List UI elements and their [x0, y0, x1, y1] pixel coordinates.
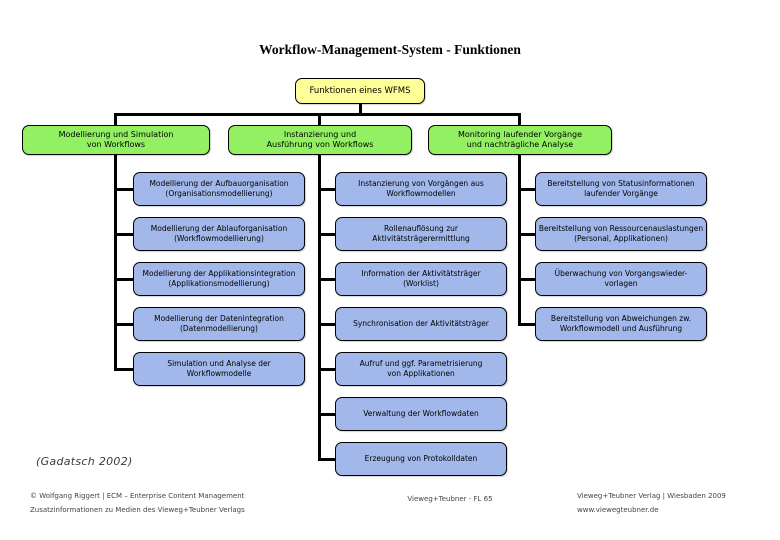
node-leaf: Verwaltung der Workflowdaten [335, 397, 507, 431]
node-leaf: Rollenauflösung zur Aktivitätsträgerermi… [335, 217, 507, 251]
node-branch-instanzierung: Instanzierung und Ausführung von Workflo… [228, 125, 412, 155]
connector-elbow [114, 188, 133, 191]
node-root-label: Funktionen eines WFMS [309, 85, 411, 96]
connector-elbow [318, 278, 335, 281]
connector-drop-col2 [318, 113, 321, 126]
leaf-label: Simulation und Analyse der Workflowmodel… [167, 359, 271, 378]
leaf-label: Modellierung der Datenintegration (Daten… [154, 314, 284, 333]
connector-drop-col1 [114, 113, 117, 126]
connector-elbow [518, 233, 535, 236]
leaf-label: Synchronisation der Aktivitätsträger [353, 319, 489, 329]
node-leaf: Information der Aktivitätsträger (Workli… [335, 262, 507, 296]
connector-elbow [318, 323, 335, 326]
node-leaf: Modellierung der Aufbauorganisation (Org… [133, 172, 305, 206]
node-leaf: Simulation und Analyse der Workflowmodel… [133, 352, 305, 386]
footer-left: © Wolfgang Riggert | ECM – Enterprise Co… [30, 489, 245, 517]
connector-root-drop [359, 104, 362, 115]
connector-trunk-col3 [518, 155, 521, 326]
citation: (Gadatsch 2002) [36, 455, 133, 468]
leaf-label: Information der Aktivitätsträger (Workli… [361, 269, 481, 288]
leaf-label: Aufruf und ggf. Parametrisierung von App… [359, 359, 483, 378]
leaf-label: Überwachung von Vorgangswieder- vorlagen [554, 269, 688, 288]
connector-elbow [114, 323, 133, 326]
branch-label: Instanzierung und Ausführung von Workflo… [266, 129, 374, 149]
connector-elbow [114, 278, 133, 281]
connector-elbow [114, 233, 133, 236]
leaf-label: Bereitstellung von Statusinformationen l… [547, 179, 695, 198]
leaf-label: Modellierung der Applikationsintegration… [142, 269, 296, 288]
node-leaf: Modellierung der Ablauforganisation (Wor… [133, 217, 305, 251]
connector-drop-col3 [518, 113, 521, 126]
footer-right-line1: Vieweg+Teubner Verlag | Wiesbaden 2009 [577, 492, 726, 500]
connector-elbow [518, 278, 535, 281]
footer-center: Vieweg+Teubner - FL 65 [407, 495, 493, 503]
connector-elbow [114, 368, 133, 371]
connector-elbow [318, 188, 335, 191]
leaf-label: Bereitstellung von Abweichungen zw. Work… [550, 314, 692, 333]
leaf-label: Modellierung der Ablauforganisation (Wor… [150, 224, 288, 243]
leaf-label: Verwaltung der Workflowdaten [363, 409, 479, 419]
connector-trunk-col2 [318, 155, 321, 461]
footer-left-line2: Zusatzinformationen zu Medien des Vieweg… [30, 506, 245, 514]
connector-trunk-col1 [114, 155, 117, 371]
footer-right: Vieweg+Teubner Verlag | Wiesbaden 2009 w… [577, 489, 726, 517]
leaf-label: Erzeugung von Protokolldaten [364, 454, 478, 464]
node-leaf: Überwachung von Vorgangswieder- vorlagen [535, 262, 707, 296]
connector-elbow [318, 368, 335, 371]
connector-elbow [318, 458, 335, 461]
slide-title: Workflow-Management-System - Funktionen [259, 42, 521, 57]
node-branch-monitoring: Monitoring laufender Vorgänge und nachtr… [428, 125, 612, 155]
leaf-label: Instanzierung von Vorgängen aus Workflow… [358, 179, 484, 198]
branch-label: Modellierung und Simulation von Workflow… [58, 129, 174, 149]
node-leaf: Bereitstellung von Statusinformationen l… [535, 172, 707, 206]
connector-elbow [518, 188, 535, 191]
leaf-label: Rollenauflösung zur Aktivitätsträgerermi… [372, 224, 470, 243]
node-leaf: Modellierung der Datenintegration (Daten… [133, 307, 305, 341]
leaf-label: Modellierung der Aufbauorganisation (Org… [149, 179, 289, 198]
node-leaf: Synchronisation der Aktivitätsträger [335, 307, 507, 341]
node-leaf: Modellierung der Applikationsintegration… [133, 262, 305, 296]
footer-right-line2: www.viewegteubner.de [577, 506, 659, 514]
node-leaf: Bereitstellung von Abweichungen zw. Work… [535, 307, 707, 341]
connector-elbow [318, 413, 335, 416]
node-leaf: Instanzierung von Vorgängen aus Workflow… [335, 172, 507, 206]
leaf-label: Bereitstellung von Ressourcenauslastunge… [538, 224, 704, 243]
node-leaf: Aufruf und ggf. Parametrisierung von App… [335, 352, 507, 386]
node-leaf: Bereitstellung von Ressourcenauslastunge… [535, 217, 707, 251]
footer-left-line1: © Wolfgang Riggert | ECM – Enterprise Co… [30, 492, 245, 500]
node-root: Funktionen eines WFMS [295, 78, 425, 104]
connector-elbow [318, 233, 335, 236]
connector-horizontal-bar [114, 113, 521, 116]
node-leaf: Erzeugung von Protokolldaten [335, 442, 507, 476]
connector-elbow [518, 323, 535, 326]
branch-label: Monitoring laufender Vorgänge und nachtr… [457, 129, 583, 149]
node-branch-modellierung: Modellierung und Simulation von Workflow… [22, 125, 210, 155]
